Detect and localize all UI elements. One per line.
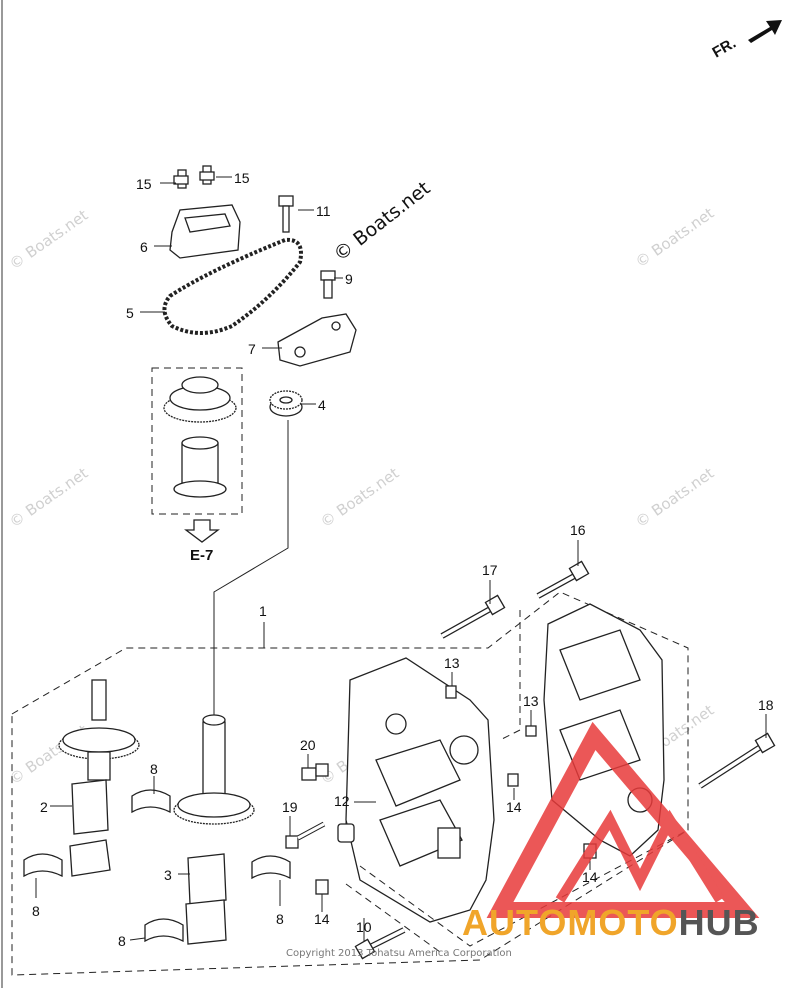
callout-13: 13: [444, 655, 460, 671]
callout-3: 3: [164, 867, 172, 883]
callout-8: 8: [150, 761, 158, 777]
callout-15: 15: [136, 176, 152, 192]
part-4-sprocket: [269, 390, 303, 417]
callout-16: 16: [570, 522, 586, 538]
callout-labels: 15 15 6 5 11 9 7 4 1 17 16 18 13 13 14 1…: [32, 170, 774, 949]
brand-wordmark: AUTOMOTOHUB: [462, 902, 760, 944]
assembly-outline-dashed: [11, 591, 689, 976]
reference-box-e7: [151, 367, 243, 515]
callout-18: 18: [758, 697, 774, 713]
part-5-timing-chain: [162, 237, 303, 335]
leader-lines: [35, 176, 767, 942]
callout-7: 7: [248, 341, 256, 357]
watermark: © Boats.net: [6, 464, 91, 531]
callout-10: 10: [356, 919, 372, 935]
callout-13: 13: [523, 693, 539, 709]
brand-part-2: HUB: [678, 902, 760, 943]
part-12-plug: [337, 823, 355, 843]
callout-11: 11: [316, 203, 331, 219]
part-16-bolt: [536, 560, 590, 599]
reference-arrow: E-7: [184, 519, 220, 564]
callout-9: 9: [345, 271, 353, 287]
callout-17: 17: [482, 562, 498, 578]
down-arrow-icon: [184, 519, 220, 543]
front-arrow-icon: [748, 20, 782, 43]
callout-20: 20: [300, 737, 316, 753]
watermark: © Boats.net: [317, 464, 402, 531]
callout-14: 14: [506, 799, 522, 815]
callout-14: 14: [582, 869, 598, 885]
watermark-prominent: © Boats.net: [330, 177, 435, 266]
callout-19: 19: [282, 799, 298, 815]
reference-label: E-7: [190, 547, 213, 564]
callout-1: 1: [259, 603, 267, 619]
fitting-line: [345, 883, 441, 953]
callout-8: 8: [276, 911, 284, 927]
watermark: © Boats.net: [632, 204, 717, 271]
part-15-bolts: [173, 171, 215, 185]
callout-15: 15: [234, 170, 250, 186]
brand-part-1: AUTOMOTO: [462, 902, 679, 943]
copyright-notice: Copyright 2013 Tohatsu America Corporati…: [286, 948, 512, 959]
cylinder-head-right: [543, 603, 665, 857]
callout-2: 2: [40, 799, 48, 815]
fitting-line: [499, 610, 521, 741]
sprocket-to-camshaft-line: [213, 420, 289, 715]
part-11-bolt: [278, 195, 294, 233]
part-3-camshaft: [173, 714, 255, 945]
brand-logo: [486, 721, 760, 918]
callout-12: 12: [334, 793, 350, 809]
watermark: © Boats.net: [632, 464, 717, 531]
watermark: © Boats.net: [6, 206, 91, 273]
callout-14: 14: [314, 911, 330, 927]
part-2-camshaft: [58, 679, 140, 877]
part-10-bolt: [354, 927, 406, 960]
callout-8: 8: [118, 933, 126, 949]
part-18-bolt: [698, 732, 776, 789]
callout-5: 5: [126, 305, 134, 321]
part-7-chain-guide: [277, 313, 357, 367]
mountain-logo-icon: [555, 809, 725, 903]
part-17-bolt: [440, 594, 506, 639]
reference-gear-assembly: [163, 376, 237, 498]
part-19-bolt: [285, 821, 326, 849]
callout-8: 8: [32, 903, 40, 919]
callout-4: 4: [318, 397, 326, 413]
fitting-line: [359, 829, 689, 947]
cylinder-head-left: [345, 657, 495, 923]
front-direction-indicator: FR.: [710, 20, 782, 62]
part-9-bolt: [320, 270, 336, 299]
callout-6: 6: [140, 239, 148, 255]
part-20-bolt: [301, 763, 329, 781]
front-label: FR.: [710, 35, 739, 62]
part-8-bearing-halves: [23, 789, 291, 943]
